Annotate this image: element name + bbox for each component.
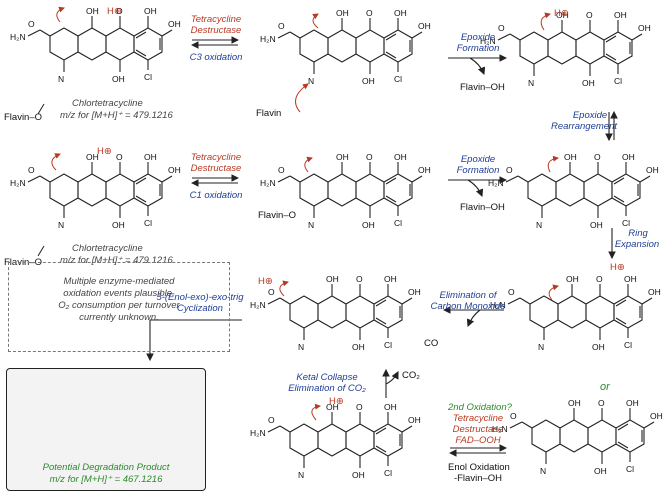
compound-name: Chlortetracycline	[72, 243, 143, 254]
step-label: Destructase	[190, 163, 242, 174]
flavin-hydroxide-label: Flavin–OH	[460, 82, 505, 93]
proton-label: H⊕	[329, 396, 344, 407]
step-label: Destructase	[190, 25, 242, 36]
step-label: Tetracycline	[190, 152, 242, 163]
flavin-hydroxide-label: Flavin–OH	[460, 202, 505, 213]
mass-label: m/z for [M+H]⁺ = 479.1216	[60, 255, 173, 266]
step-label: Elimination of CO₂	[288, 383, 366, 394]
step-label: 5-(Enol-exo)-exo-trig	[156, 292, 244, 303]
compound-name: Chlortetracycline	[72, 98, 143, 109]
note-line: Multiple enzyme-mediated	[63, 276, 175, 287]
step-label: Destructase	[452, 424, 504, 435]
step-label: Elimination of	[439, 290, 497, 301]
structure-ketal	[250, 402, 421, 480]
note-text: Multiple enzyme-mediated oxidation event…	[9, 276, 229, 324]
flavin-peroxide-label: Flavin–O	[4, 112, 43, 123]
proton-label: H⊕	[610, 262, 625, 273]
step-label: Epoxide	[460, 32, 496, 43]
structure-ring-expanded	[490, 274, 661, 352]
step-label: Carbon Monoxide	[430, 301, 506, 312]
step-label: Ring	[628, 228, 648, 239]
step-label: Cyclization	[177, 303, 223, 314]
carbon-monoxide-label: CO	[424, 338, 439, 349]
proton-label: H⊕	[107, 6, 122, 17]
note-box: Multiple enzyme-mediated oxidation event…	[8, 262, 230, 352]
step-label: Epoxide	[572, 110, 608, 121]
note-line: oxidation events plausible.	[63, 288, 175, 299]
proton-label: H⊕	[554, 8, 569, 19]
structure-lactone	[492, 398, 663, 476]
flavin-label: Flavin	[256, 108, 282, 119]
structure-triketone	[250, 274, 421, 352]
step-label: Enol Oxidation	[448, 462, 510, 473]
structure-ctc-mid	[10, 152, 181, 230]
structure-epoxide-c1	[488, 152, 659, 230]
step-label: -Flavin–OH	[453, 473, 503, 484]
step-label: C3 oxidation	[189, 52, 243, 63]
step-label: Rearrangement	[550, 121, 617, 132]
mass-label: m/z for [M+H]⁺ = 479.1216	[60, 110, 173, 121]
step-label: Formation	[456, 165, 500, 176]
step-label: Formation	[456, 43, 500, 54]
step-label: FAD–OOH	[455, 435, 501, 446]
flavin-label: Flavin–O	[258, 210, 297, 221]
step-label: C1 oxidation	[189, 190, 243, 201]
carbon-dioxide-label: CO₂	[402, 370, 420, 381]
product-name: Potential Degradation Product	[42, 462, 170, 473]
or-label: or	[600, 381, 610, 393]
product-mass: m/z for [M+H]⁺ = 467.1216	[49, 474, 163, 485]
reaction-arrows	[146, 36, 618, 457]
product-box	[6, 368, 206, 491]
structure-ctc-top	[10, 6, 181, 84]
step-label: Epoxide	[460, 154, 496, 165]
proton-label: H⊕	[97, 146, 112, 157]
flavin-peroxide-bonds	[37, 103, 45, 257]
step-label: 2nd Oxidation?	[448, 402, 512, 413]
step-label: Ketal Collapse	[296, 372, 358, 383]
note-line: currently unknown.	[79, 312, 159, 323]
proton-label: H⊕	[258, 276, 273, 287]
step-label: Tetracycline	[452, 413, 504, 424]
structure-c3-intermediate	[260, 8, 431, 86]
step-label: Tetracycline	[190, 14, 242, 25]
note-line: O₂ consumption per turnover	[58, 300, 180, 311]
step-label: Expansion	[614, 239, 660, 250]
electron-arrows	[51, 6, 559, 421]
